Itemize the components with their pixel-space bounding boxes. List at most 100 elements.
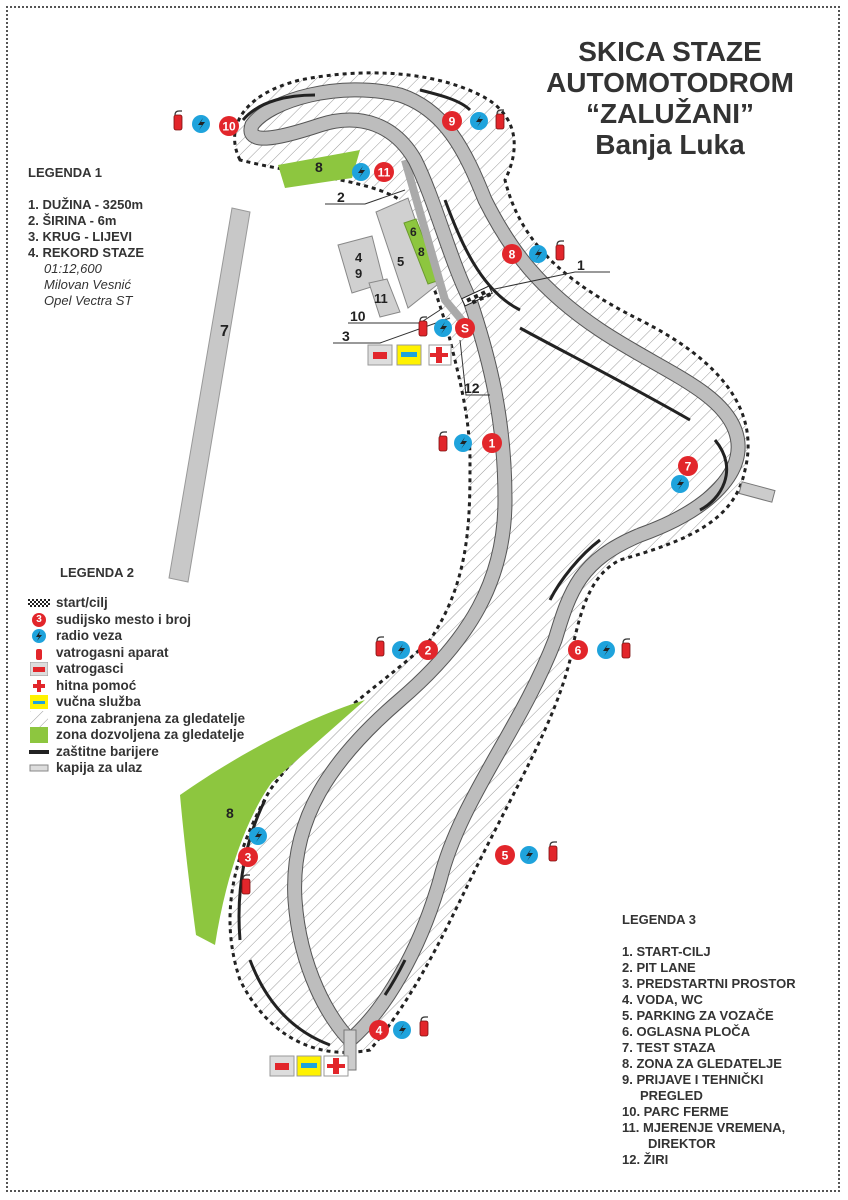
fire-extinguisher-icon — [28, 646, 50, 660]
track-surface — [244, 83, 745, 1049]
service-group-bottom — [269, 1055, 349, 1077]
legend-2-heading: LEGENDA 2 — [60, 565, 134, 580]
legend-2-item: kapija za ulaz — [28, 760, 245, 777]
legend-2-item: vatrogasni aparat — [28, 645, 245, 662]
spectator-zone-top-label: 8 — [315, 159, 323, 175]
legend-1-item: 1. DUŽINA - 3250m — [28, 197, 144, 212]
legend-2-label: kapija za ulaz — [56, 760, 143, 776]
marshal-post: 11 — [374, 162, 394, 182]
legend-2-item: zona dozvoljena za gledatelje — [28, 727, 245, 744]
marshal-post-number: 11 — [378, 166, 391, 180]
marshal-post-number: 10 — [222, 120, 236, 134]
spectator-zone-top — [278, 150, 360, 188]
building-timing-label: 11 — [374, 291, 388, 306]
legend-2-item: vučna služba — [28, 694, 245, 711]
marshal-post-number: 2 — [425, 644, 432, 658]
legend-2-label: sudijsko mesto i broj — [56, 611, 192, 627]
marshal-post-icon — [502, 244, 522, 264]
legend-3-item: 9. PRIJAVE I TEHNIČKI — [622, 1072, 764, 1087]
page-border — [6, 6, 840, 1192]
marshal-post: 4 — [369, 1020, 389, 1040]
marshal-post: S — [455, 318, 475, 338]
notice-board-label: 6 — [410, 225, 417, 239]
marshal-post: 1 — [482, 433, 502, 453]
marshal-post-icon — [369, 1020, 389, 1040]
marshal-post-icon — [678, 456, 698, 476]
legend-2-item: zona zabranjena za gledatelje — [28, 710, 246, 728]
legend-3-item: 6. OGLASNA PLOČA — [622, 1024, 751, 1039]
gate-icon — [738, 481, 776, 503]
radio-icon — [393, 1021, 411, 1039]
legend-3-item: 3. PREDSTARTNI PROSTOR — [622, 976, 796, 991]
marshal-posts: 10 9 11 8S 1 7 2 6 3 5 4 — [173, 109, 698, 1040]
radio-icon — [597, 641, 615, 659]
legend-1-item: 4. REKORD STAZE — [28, 245, 145, 260]
barrier-icon — [28, 745, 50, 759]
legend-2-label: vatrogasci — [56, 661, 124, 677]
spectator-zone-pit-label: 8 — [418, 245, 425, 259]
legend-3-item: 1. START-CILJ — [622, 944, 711, 959]
legend-1-item: 2. ŠIRINA - 6m — [28, 213, 117, 228]
marshal-post-icon — [455, 318, 475, 338]
marshal-post-number: 1 — [489, 437, 496, 451]
legend-3-item: 11. MJERENJE VREMENA, — [622, 1120, 786, 1135]
callout-jury: 12 — [464, 380, 480, 396]
legend-3-item: 8. ZONA ZA GLEDATELJE — [622, 1056, 782, 1071]
marshal-post-icon: 3 — [32, 612, 46, 627]
service-group-pit — [367, 344, 452, 366]
fire-extinguisher-icon — [418, 316, 428, 337]
marshal-post: 2 — [418, 640, 438, 660]
test-track — [168, 207, 251, 583]
title-line: “ZALUŽANI” — [586, 98, 754, 129]
fire-extinguisher-icon — [621, 638, 631, 659]
legend-2-label: vatrogasni aparat — [56, 644, 169, 660]
title-line: AUTOMOTODROM — [546, 67, 794, 98]
marshal-post-number: 9 — [449, 115, 456, 129]
legend-3: LEGENDA 3 1. START-CILJ 2. PIT LANE 3. P… — [622, 912, 796, 1168]
fire-extinguisher-icon — [438, 431, 448, 452]
first-aid-icon — [28, 679, 50, 693]
legend-1-item: 3. KRUG - LIJEVI — [28, 229, 133, 244]
legend-2-label: zaštitne barijere — [56, 743, 159, 759]
legend-3-item: 4. VODA, WC — [622, 992, 703, 1007]
legend-1-heading: LEGENDA 1 — [28, 165, 102, 180]
fire-extinguisher-icon — [173, 110, 183, 131]
record-driver: Milovan Vesnić — [44, 277, 131, 292]
paddock-buildings: 4 9 11 5 6 8 — [337, 197, 441, 318]
legend-2-item: zaštitne barijere — [28, 744, 245, 761]
marshal-post-number: 7 — [685, 460, 692, 474]
marshal-post-number: 3 — [245, 851, 252, 865]
legend-3-item: PREGLED — [640, 1088, 703, 1103]
building-parking-label: 5 — [397, 254, 404, 269]
legend-2-item: radio veza — [28, 628, 245, 645]
hatched-zone-icon — [28, 710, 50, 727]
title-line: SKICA STAZE — [578, 36, 762, 67]
legend-3-heading: LEGENDA 3 — [622, 912, 696, 927]
callout-start-finish: 1 — [577, 257, 585, 273]
callout-prestart: 3 — [342, 328, 350, 344]
marshal-post: 5 — [495, 845, 515, 865]
legend-3-item: DIREKTOR — [648, 1136, 716, 1151]
spectator-zone-left — [180, 700, 365, 945]
legend-2-label: zona zabranjena za gledatelje — [56, 710, 246, 726]
marshal-post-icon — [418, 640, 438, 660]
marshal-post-icon — [482, 433, 502, 453]
marshal-post: 10 — [219, 116, 239, 136]
marshal-post-icon — [568, 640, 588, 660]
marshal-post-number: 8 — [509, 248, 516, 262]
marshal-post-number: 6 — [575, 644, 582, 658]
radio-icon — [192, 115, 210, 133]
record-car: Opel Vectra ST — [44, 293, 133, 308]
marshal-post-icon — [442, 111, 462, 131]
marshal-post: 9 — [442, 111, 462, 131]
legend-2-item: start/cilj — [28, 595, 245, 612]
fire-extinguisher-icon — [555, 240, 565, 261]
marshal-post-number: 4 — [376, 1024, 383, 1038]
marshal-post-number: 5 — [502, 849, 509, 863]
legend-2-label: radio veza — [56, 628, 123, 644]
legend-2-label: vučna služba — [56, 694, 141, 710]
legend-3-item: 7. TEST STAZA — [622, 1040, 716, 1055]
legend-3-item: 12. ŽIRI — [622, 1152, 669, 1167]
legend-2-label: start/cilj — [56, 595, 108, 611]
